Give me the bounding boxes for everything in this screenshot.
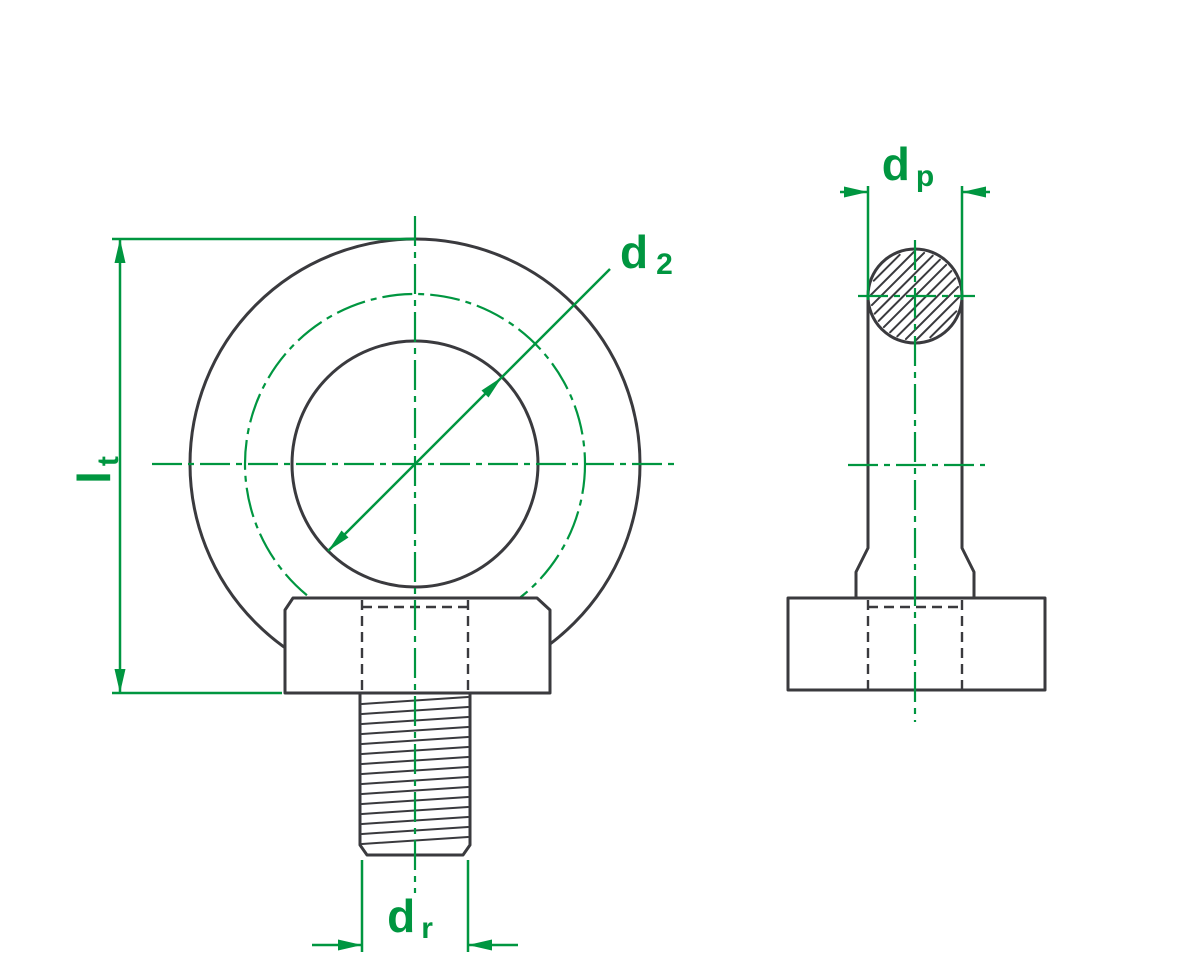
dp-extension-lines — [866, 186, 964, 300]
lt-extension-lines — [112, 237, 415, 695]
dp-arrow-left-icon — [844, 186, 868, 198]
d2-label-main: d — [620, 226, 648, 278]
d2-label-sub: 2 — [656, 248, 673, 281]
lt-arrow-down-icon — [114, 669, 126, 693]
lt-label-sub: t — [92, 456, 125, 466]
side-view — [786, 240, 1047, 722]
d2-arrow-upper-icon — [481, 377, 502, 398]
dr-extension-lines — [360, 860, 470, 952]
dp-label-sub: p — [916, 160, 934, 193]
dr-arrow-right-icon — [468, 939, 492, 951]
d2-arrow-lower-icon — [328, 530, 349, 551]
front-view — [152, 216, 678, 893]
lt-arrow-up-icon — [114, 239, 126, 263]
d2-dimension-line — [327, 268, 611, 552]
dr-label-main: d — [387, 890, 415, 942]
dimension-lt: lt — [68, 237, 415, 695]
dp-label-main: d — [882, 138, 910, 190]
dp-arrow-right-icon — [962, 186, 986, 198]
side-collar-outline — [786, 596, 1047, 692]
front-collar — [283, 596, 552, 695]
side-body-outline — [854, 294, 976, 600]
side-ring-section-hatching — [870, 251, 960, 341]
lt-label: lt — [68, 456, 125, 484]
lt-label-main: l — [68, 471, 120, 484]
dr-label-sub: r — [421, 912, 433, 945]
dr-arrow-left-icon — [338, 939, 362, 951]
